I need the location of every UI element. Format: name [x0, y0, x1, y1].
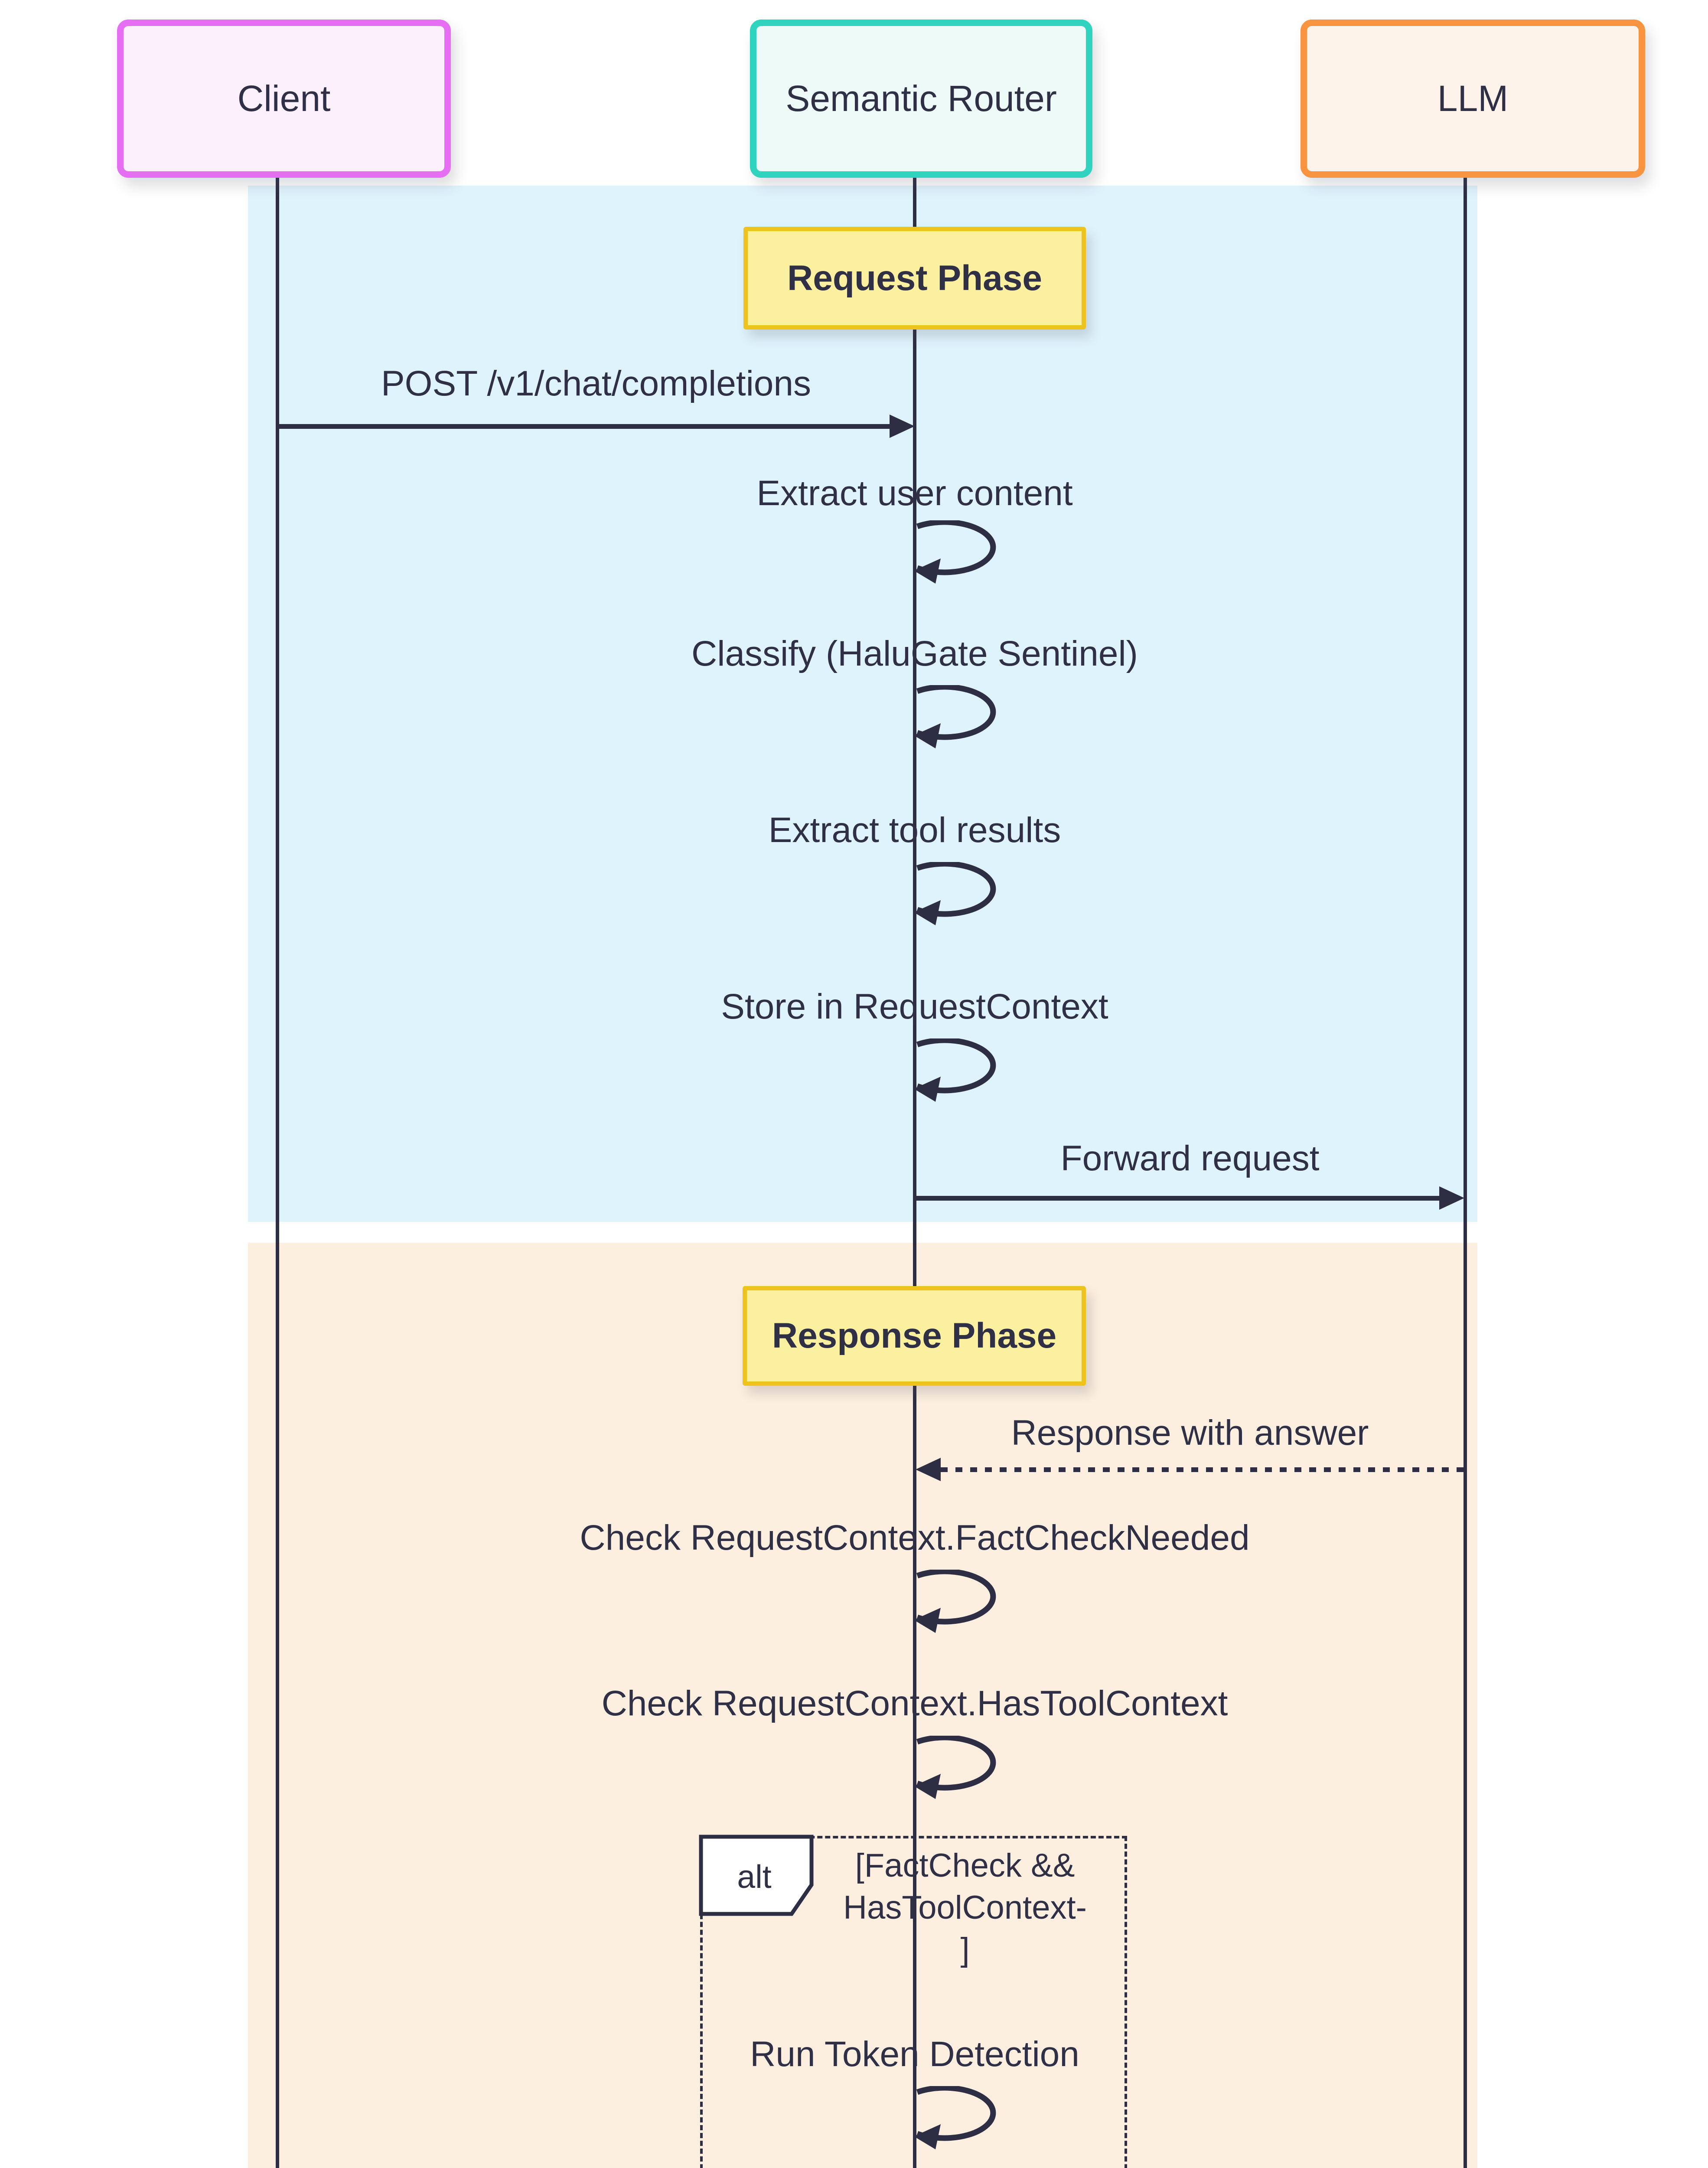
- actor-client-top-label: Client: [237, 78, 331, 119]
- alt-frame: [700, 1836, 1127, 2168]
- alt-label: alt: [737, 1858, 772, 1895]
- message-extract-tool: Extract tool results: [768, 810, 1061, 850]
- client-lifeline: [276, 165, 279, 2168]
- message-post-arrowhead: [890, 415, 915, 438]
- alt-label-box: [699, 1835, 814, 1916]
- self-loop-store-context: [914, 1038, 996, 1102]
- actor-router-top-label: Semantic Router: [786, 78, 1057, 119]
- message-response-answer: Response with answer: [1011, 1413, 1369, 1453]
- message-check-hastool: Check RequestContext.HasToolContext: [601, 1684, 1228, 1723]
- self-loop-check-hastool: [914, 1736, 996, 1799]
- response-phase-note: Response Phase: [743, 1286, 1086, 1386]
- message-extract-user: Extract user content: [756, 473, 1073, 513]
- actor-llm-top: LLM: [1301, 20, 1645, 178]
- router-lifeline: [913, 165, 916, 2168]
- self-loop-extract-user: [914, 520, 996, 584]
- message-post-arrow: [277, 424, 891, 429]
- self-loop-run-token: [914, 2086, 996, 2149]
- message-response-answer-arrow: [941, 1467, 1465, 1472]
- actor-router-top: Semantic Router: [750, 20, 1092, 178]
- request-phase-band: [248, 186, 1477, 1222]
- message-classify: Classify (HaluGate Sentinel): [691, 634, 1138, 673]
- response-phase-note-label: Response Phase: [772, 1316, 1057, 1355]
- message-forward: Forward request: [1060, 1139, 1320, 1178]
- actor-llm-top-label: LLM: [1437, 78, 1509, 119]
- message-check-factcheck: Check RequestContext.FactCheckNeeded: [580, 1518, 1250, 1557]
- self-loop-check-factcheck: [914, 1570, 996, 1633]
- message-response-answer-arrowhead: [916, 1458, 941, 1481]
- message-post: POST /v1/chat/completions: [381, 364, 812, 403]
- actor-client-top: Client: [117, 20, 451, 178]
- message-forward-arrowhead: [1439, 1186, 1464, 1210]
- self-loop-classify: [914, 685, 996, 748]
- message-run-token: Run Token Detection: [750, 2034, 1079, 2074]
- alt-condition-1-line-3: ]: [960, 1931, 970, 1968]
- request-phase-note-label: Request Phase: [787, 258, 1042, 298]
- alt-condition-1-line-1: [FactCheck &&: [855, 1847, 1075, 1884]
- alt-condition-1-line-2: HasToolContext-: [843, 1889, 1087, 1926]
- llm-lifeline: [1464, 165, 1467, 2168]
- message-forward-arrow: [915, 1196, 1440, 1201]
- self-loop-extract-tool: [914, 862, 996, 925]
- request-phase-note: Request Phase: [743, 227, 1086, 330]
- response-phase-band: [248, 1243, 1477, 2168]
- alt-condition-1: [FactCheck && HasToolContext- ]: [843, 1845, 1087, 1971]
- message-store-context: Store in RequestContext: [721, 987, 1108, 1026]
